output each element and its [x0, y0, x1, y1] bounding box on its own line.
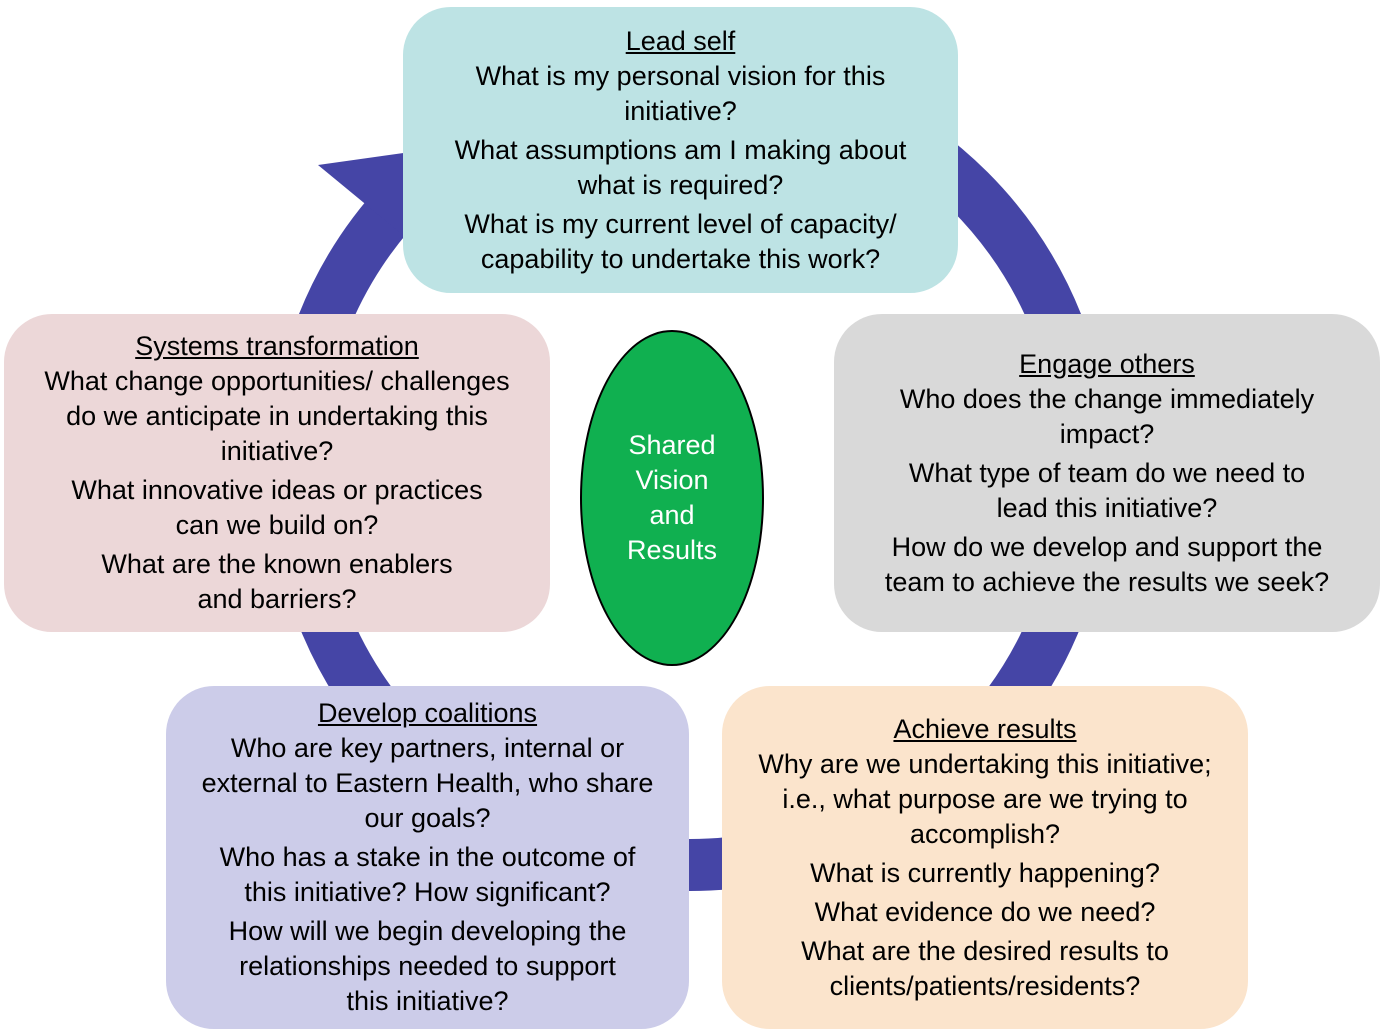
- question-line: Who has a stake in the outcome of: [219, 842, 636, 872]
- question-line: Why are we undertaking this initiative;: [758, 748, 1212, 779]
- engage-others-question: Who does the change immediately impact?: [900, 382, 1314, 452]
- achieve-results-question: What is currently happening?: [810, 856, 1160, 891]
- question-line: What are the known enablers: [101, 549, 453, 579]
- question-line: What is my current level of capacity/: [464, 208, 897, 239]
- question-line: What is my personal vision for this: [475, 60, 886, 91]
- lead-self-box: Lead self What is my personal vision for…: [403, 7, 958, 293]
- center-line: Results: [626, 535, 718, 565]
- question-line: i.e., what purpose are we trying to: [782, 783, 1188, 814]
- center-line: Vision: [635, 465, 709, 495]
- shared-vision-ellipse: Shared Vision and Results: [580, 330, 764, 666]
- engage-others-question: What type of team do we need to lead thi…: [909, 456, 1305, 526]
- achieve-results-box: Achieve results Why are we undertaking t…: [722, 686, 1248, 1029]
- achieve-results-question: What are the desired results to clients/…: [801, 934, 1169, 1004]
- question-line: What evidence do we need?: [814, 896, 1156, 927]
- develop-coalitions-question: Who are key partners, internal or extern…: [202, 731, 654, 836]
- lead-self-question: What is my current level of capacity/ ca…: [464, 207, 896, 277]
- question-line: our goals?: [364, 803, 491, 833]
- systems-transformation-box: Systems transformation What change oppor…: [4, 314, 550, 632]
- question-line: initiative?: [220, 436, 334, 466]
- achieve-results-question: What evidence do we need?: [815, 895, 1156, 930]
- question-line: How do we develop and support the: [891, 531, 1323, 562]
- question-line: capability to undertake this work?: [480, 243, 881, 274]
- question-line: What assumptions am I making about: [454, 134, 907, 165]
- question-line: this initiative?: [346, 986, 509, 1016]
- question-line: accomplish?: [909, 818, 1061, 849]
- systems-transformation-question: What change opportunities/ challenges do…: [44, 364, 509, 469]
- lead-self-question: What is my personal vision for this init…: [476, 59, 886, 129]
- question-line: lead this initiative?: [996, 492, 1218, 523]
- cycle-arrowhead: [318, 150, 425, 245]
- question-line: this initiative? How significant?: [244, 877, 611, 907]
- engage-others-box: Engage others Who does the change immedi…: [834, 314, 1380, 632]
- question-line: What change opportunities/ challenges: [44, 366, 510, 396]
- question-line: What innovative ideas or practices: [71, 475, 483, 505]
- question-line: Who are key partners, internal or: [230, 733, 625, 763]
- question-line: can we build on?: [175, 510, 379, 540]
- center-line: Shared: [628, 430, 716, 460]
- question-line: Who does the change immediately: [899, 383, 1315, 414]
- question-line: What is currently happening?: [810, 857, 1160, 888]
- question-line: do we anticipate in undertaking this: [66, 401, 488, 431]
- develop-coalitions-box: Develop coalitions Who are key partners,…: [166, 686, 689, 1029]
- question-line: and barriers?: [197, 584, 357, 614]
- question-line: What are the desired results to: [801, 935, 1169, 966]
- develop-coalitions-title: Develop coalitions: [317, 698, 538, 728]
- systems-transformation-question: What innovative ideas or practices can w…: [71, 473, 482, 543]
- systems-transformation-title: Systems transformation: [135, 331, 419, 361]
- question-line: How will we begin developing the: [228, 916, 627, 946]
- engage-others-question: How do we develop and support the team t…: [885, 530, 1329, 600]
- question-line: What type of team do we need to: [908, 457, 1306, 488]
- systems-transformation-question: What are the known enablers and barriers…: [101, 547, 452, 617]
- center-line: and: [649, 500, 695, 530]
- achieve-results-question: Why are we undertaking this initiative; …: [758, 747, 1211, 852]
- engage-others-title: Engage others: [1019, 348, 1195, 379]
- develop-coalitions-question: How will we begin developing the relatio…: [229, 914, 627, 1019]
- lead-self-question: What assumptions am I making about what …: [455, 133, 907, 203]
- lead-self-title: Lead self: [625, 25, 736, 56]
- question-line: relationships needed to support: [239, 951, 616, 981]
- question-line: initiative?: [624, 95, 737, 126]
- question-line: external to Eastern Health, who share: [201, 768, 654, 798]
- question-line: team to achieve the results we seek?: [884, 566, 1330, 597]
- question-line: what is required?: [577, 169, 784, 200]
- achieve-results-title: Achieve results: [893, 713, 1077, 744]
- question-line: clients/patients/residents?: [829, 970, 1141, 1001]
- question-line: impact?: [1059, 418, 1155, 449]
- develop-coalitions-question: Who has a stake in the outcome of this i…: [220, 840, 636, 910]
